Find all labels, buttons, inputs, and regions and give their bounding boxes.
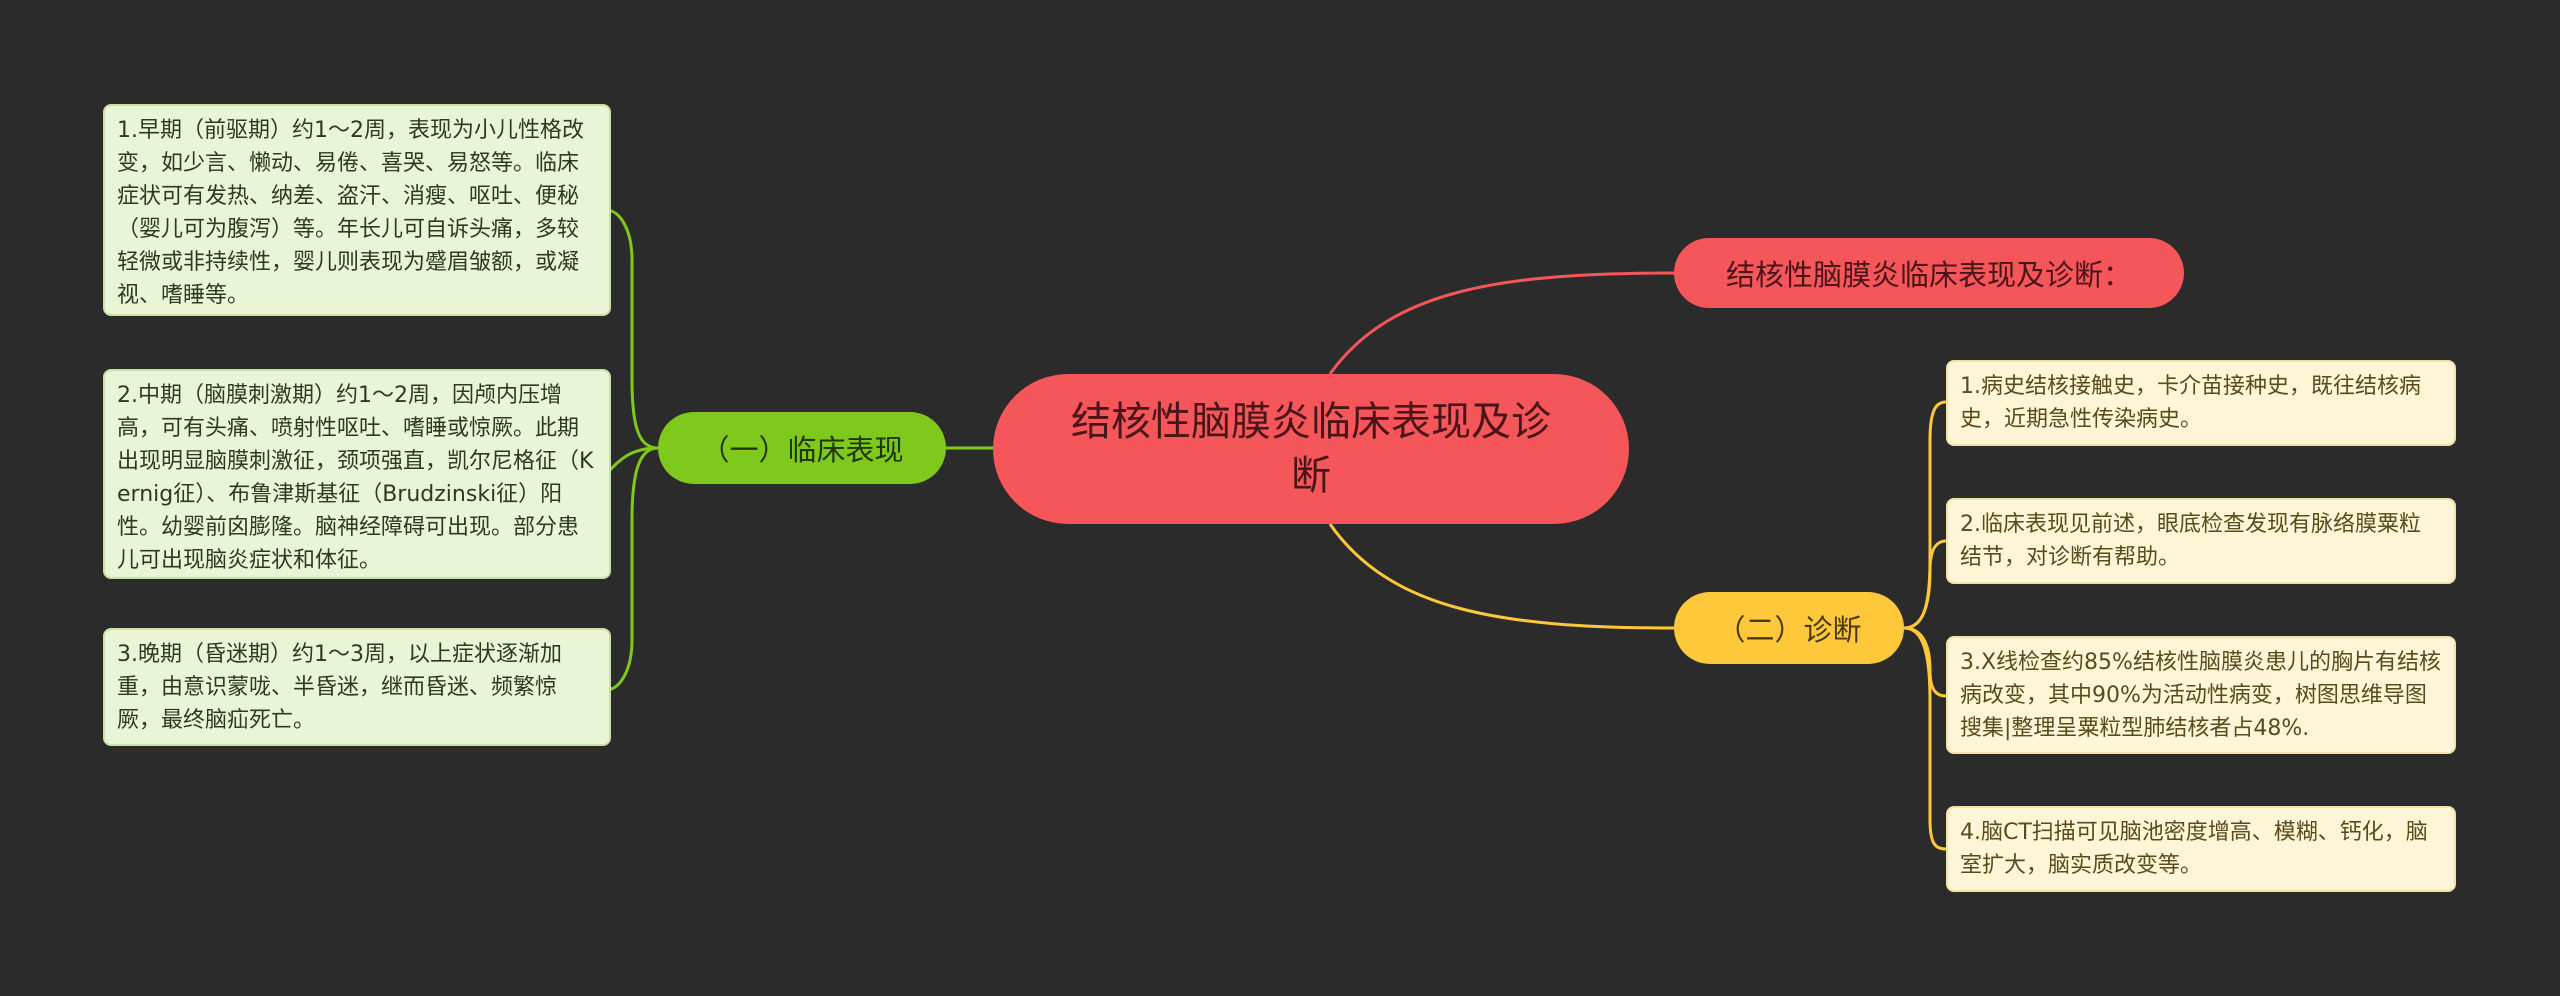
link-root-to-title [1328, 271, 1675, 375]
diagnosis-card-clinical[interactable]: 2.临床表现见前述，眼底检查发现有脉络膜粟粒结节，对诊断有帮助。 [1946, 498, 2456, 584]
branch-title-label: 结核性脑膜炎临床表现及诊断： [1725, 258, 2132, 292]
clinical-card-early[interactable]: 1.早期（前驱期）约1～2周，表现为小儿性格改变，如少言、懒动、易倦、喜哭、易怒… [103, 104, 611, 316]
clinical-card-middle[interactable]: 2.中期（脑膜刺激期）约1～2周，因颅内压增高，可有头痛、喷射性呕吐、嗜睡或惊厥… [103, 369, 611, 579]
branch-clinical-topic[interactable]: （一）临床表现 [658, 412, 946, 484]
branch-diagnosis-topic[interactable]: （二）诊断 [1674, 592, 1904, 664]
root-topic[interactable]: 结核性脑膜炎临床表现及诊断 [993, 374, 1629, 524]
root-topic-label: 结核性脑膜炎临床表现及诊断 [1071, 399, 1551, 499]
diagnosis-card-ct[interactable]: 4.脑CT扫描可见脑池密度增高、模糊、钙化，脑室扩大，脑实质改变等。 [1946, 806, 2456, 892]
link-clinical-to-card-3 [605, 446, 659, 692]
diagnosis-card-history[interactable]: 1.病史结核接触史，卡介苗接种史，既往结核病史，近期急性传染病史。 [1946, 360, 2456, 446]
clinical-card-late[interactable]: 3.晚期（昏迷期）约1～3周，以上症状逐渐加重，由意识蒙咙、半昏迷，继而昏迷、频… [103, 628, 611, 746]
link-clinical-to-card-2 [604, 446, 659, 476]
link-diagnosis-to-card-4 [1903, 626, 1947, 851]
link-root-to-diagnosis [1328, 523, 1675, 630]
link-clinical-to-card-1 [605, 208, 659, 450]
branch-clinical-label: （一）临床表现 [700, 433, 904, 467]
branch-diagnosis-label: （二）诊断 [1716, 613, 1862, 647]
diagnosis-card-xray[interactable]: 3.X线检查约85%结核性脑膜炎患儿的胸片有结核病改变，其中90%为活动性病变，… [1946, 636, 2456, 754]
branch-title-topic[interactable]: 结核性脑膜炎临床表现及诊断： [1674, 238, 2184, 308]
link-diagnosis-to-card-3 [1903, 626, 1947, 698]
link-diagnosis-to-card-1 [1903, 400, 1947, 630]
link-diagnosis-to-card-2 [1903, 539, 1947, 630]
